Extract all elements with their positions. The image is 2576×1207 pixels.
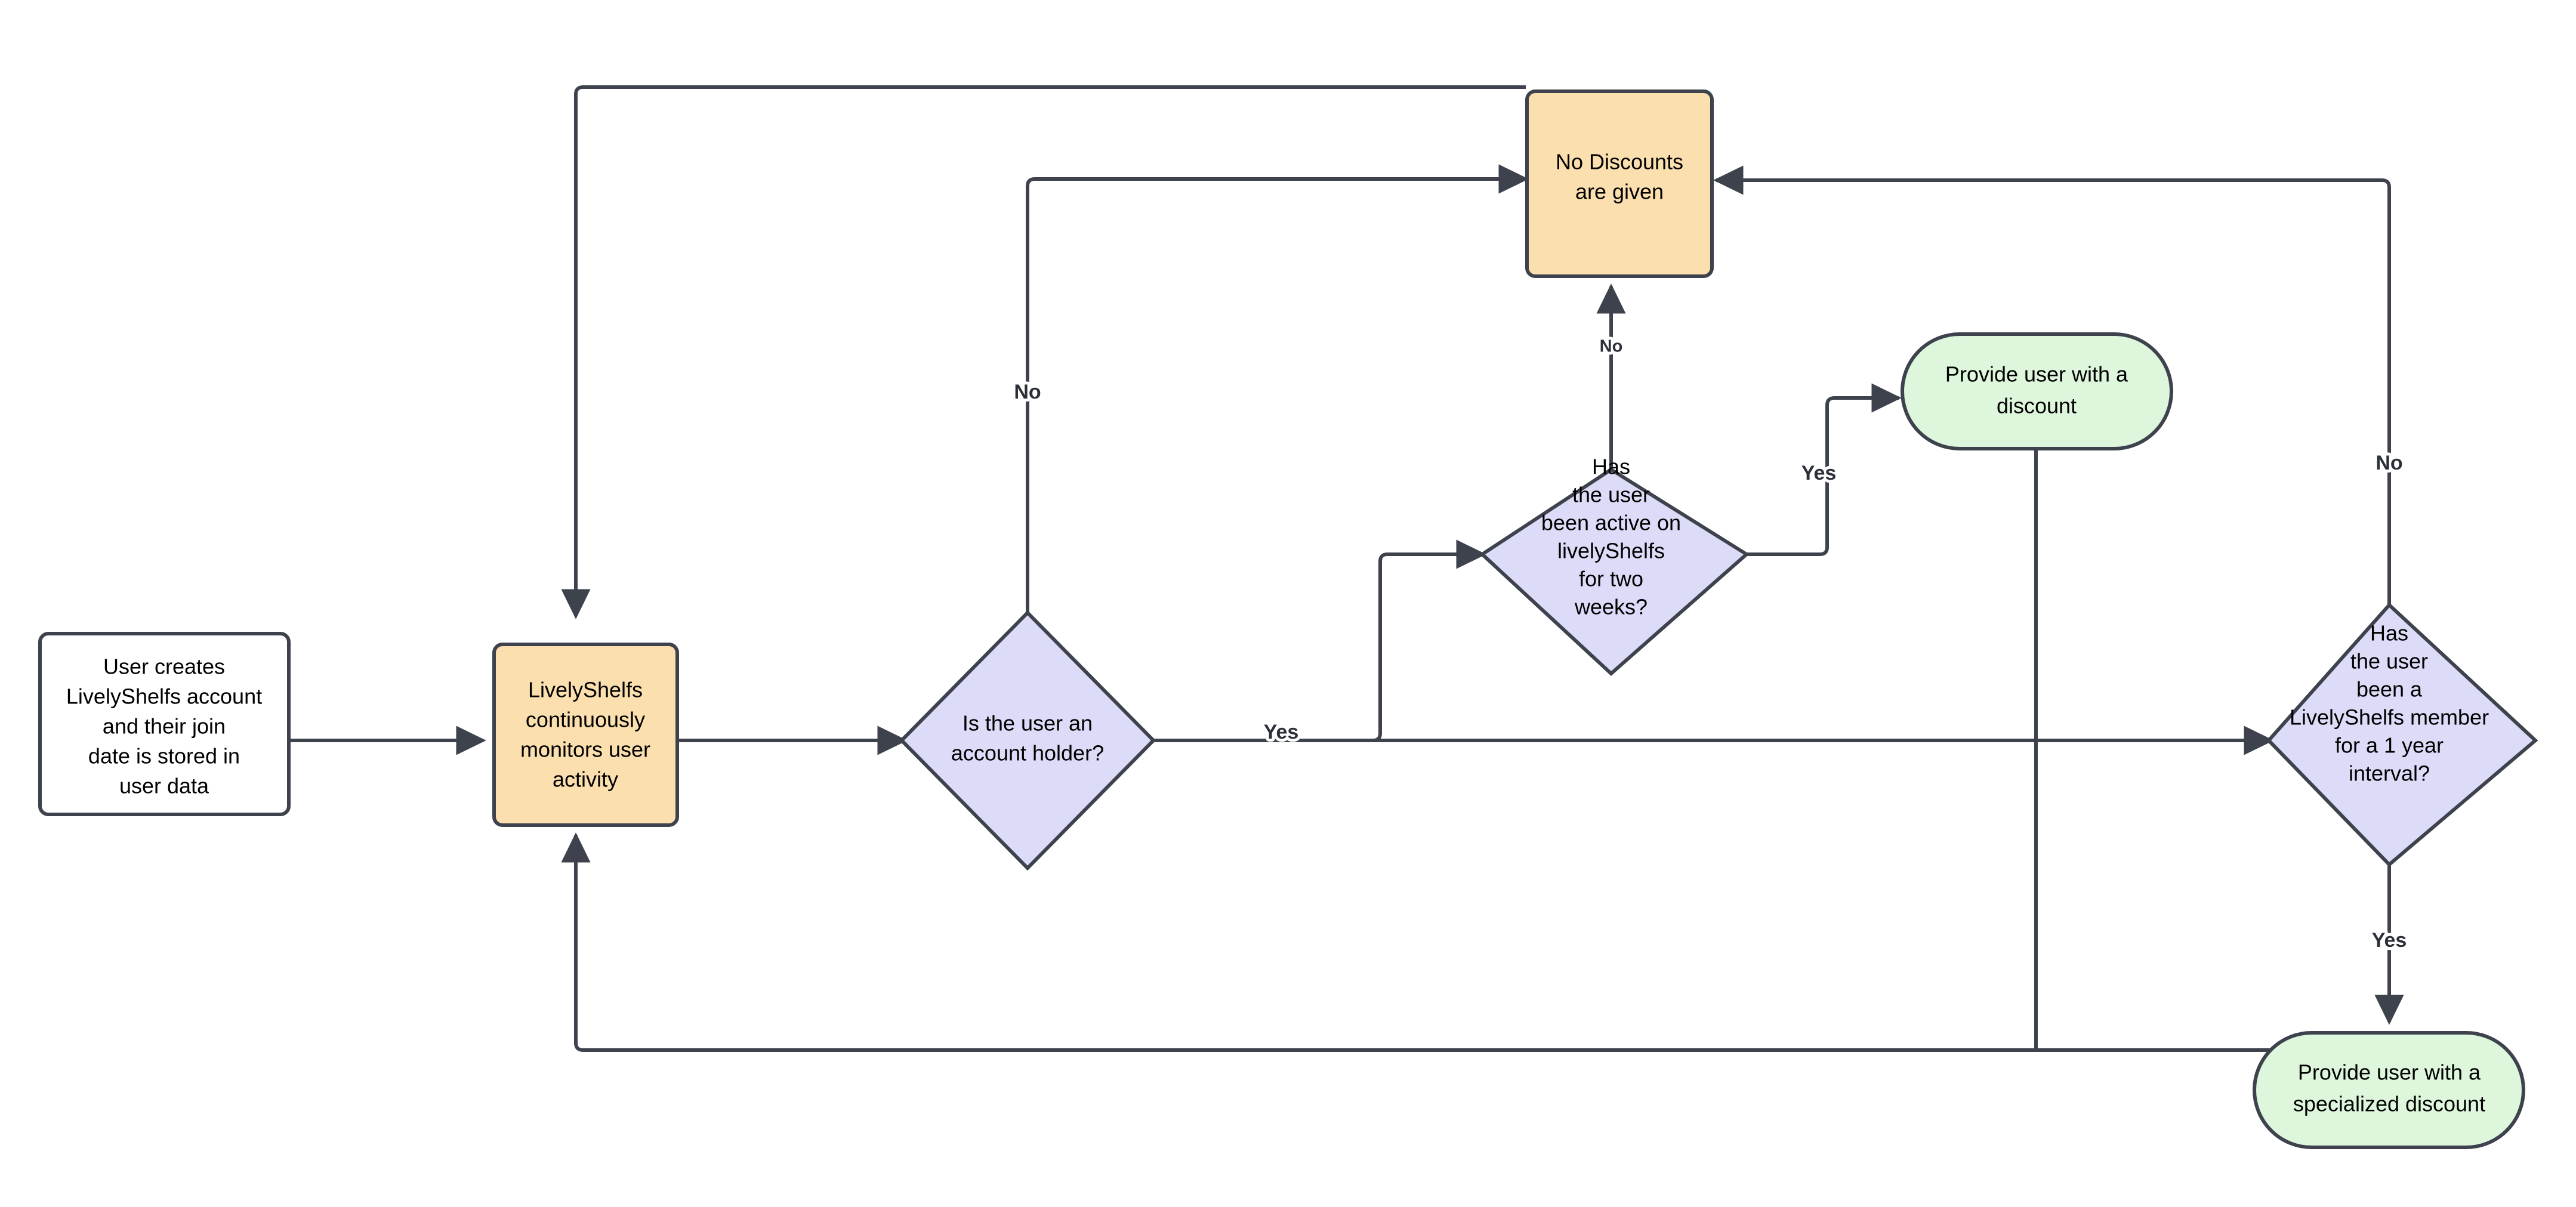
node-monitors-activity-line-3: activity — [553, 767, 618, 792]
node-member-one-year-line-1: the user — [2350, 649, 2428, 674]
node-user-creates-account-shape — [38, 632, 291, 816]
node-member-one-year-line-5: interval? — [2349, 761, 2430, 786]
label-active-no: No — [1600, 337, 1623, 356]
node-monitors-activity[interactable]: LivelyShelfs continuously monitors user … — [492, 643, 679, 827]
node-no-discounts-shape — [1525, 89, 1714, 278]
node-monitors-activity-shape — [492, 643, 679, 827]
node-user-creates-account-line-3: date is stored in — [88, 744, 240, 768]
node-provide-specialized-discount[interactable]: Provide user with a specialized discount — [2253, 1031, 2525, 1149]
label-holder-no: No — [1014, 381, 1041, 403]
node-member-one-year-line-3: LivelyShelfs member — [2290, 705, 2489, 730]
node-no-discounts[interactable]: No Discounts are given — [1525, 89, 1714, 278]
node-user-creates-account-line-0: User creates — [103, 655, 225, 679]
edge-member-no — [1713, 165, 2391, 616]
edge-no-discounts-return — [561, 85, 1526, 619]
node-is-account-holder[interactable]: Is the user an account holder? — [899, 610, 1156, 871]
node-provide-specialized-discount-line-0: Provide user with a — [2298, 1060, 2481, 1085]
node-is-account-holder-line-1: account holder? — [951, 741, 1104, 765]
node-no-discounts-line-0: No Discounts — [1556, 150, 1683, 174]
node-member-one-year-line-4: for a 1 year — [2335, 733, 2444, 758]
node-no-discounts-line-1: are given — [1575, 180, 1664, 204]
node-active-two-weeks[interactable]: Has the user been active on livelyShelfs… — [1479, 455, 1750, 677]
node-active-two-weeks-line-3: livelyShelfs — [1557, 539, 1665, 563]
node-provide-specialized-discount-line-1: specialized discount — [2293, 1092, 2485, 1116]
node-user-creates-account-line-4: user data — [119, 774, 209, 798]
node-active-two-weeks-line-1: the user — [1572, 483, 1650, 507]
node-provide-discount-line-1: discount — [1997, 394, 2077, 418]
node-provide-discount[interactable]: Provide user with a discount — [1901, 332, 2173, 450]
node-member-one-year-shape — [2266, 602, 2538, 868]
node-monitors-activity-line-0: LivelyShelfs — [528, 678, 643, 702]
node-user-creates-account-line-1: LivelyShelfs account — [66, 684, 262, 709]
label-active-yes: Yes — [1801, 462, 1837, 484]
node-active-two-weeks-line-0: Has — [1592, 455, 1630, 479]
node-member-one-year-line-0: Has — [2370, 621, 2408, 646]
node-is-account-holder-shape — [899, 610, 1156, 871]
node-active-two-weeks-line-5: weeks? — [1574, 595, 1648, 619]
edge-active-yes — [1745, 383, 1902, 556]
label-holder-yes: Yes — [1264, 721, 1299, 743]
edge-holder-no — [1026, 164, 1529, 616]
node-provide-discount-line-0: Provide user with a — [1945, 362, 2128, 387]
node-monitors-activity-line-2: monitors user — [520, 737, 650, 762]
node-member-one-year[interactable]: Has the user been a LivelyShelfs member … — [2266, 602, 2538, 868]
node-user-creates-account[interactable]: User creates LivelyShelfs account and th… — [38, 632, 291, 816]
node-monitors-activity-line-1: continuously — [526, 708, 645, 732]
node-active-two-weeks-line-2: been active on — [1541, 511, 1681, 535]
node-active-two-weeks-shape — [1479, 467, 1750, 677]
node-member-one-year-line-2: been a — [2356, 677, 2423, 702]
edge-specialized-loop — [561, 832, 2271, 1052]
node-is-account-holder-line-0: Is the user an — [962, 711, 1093, 736]
node-provide-discount-shape — [1901, 332, 2173, 450]
edge-holder-yes-up — [1152, 539, 1486, 742]
label-member-yes: Yes — [2372, 929, 2407, 952]
node-provide-specialized-discount-shape — [2253, 1031, 2525, 1149]
label-member-no: No — [2376, 452, 2402, 474]
node-active-two-weeks-line-4: for two — [1579, 567, 1643, 591]
node-user-creates-account-line-2: and their join — [103, 714, 226, 739]
